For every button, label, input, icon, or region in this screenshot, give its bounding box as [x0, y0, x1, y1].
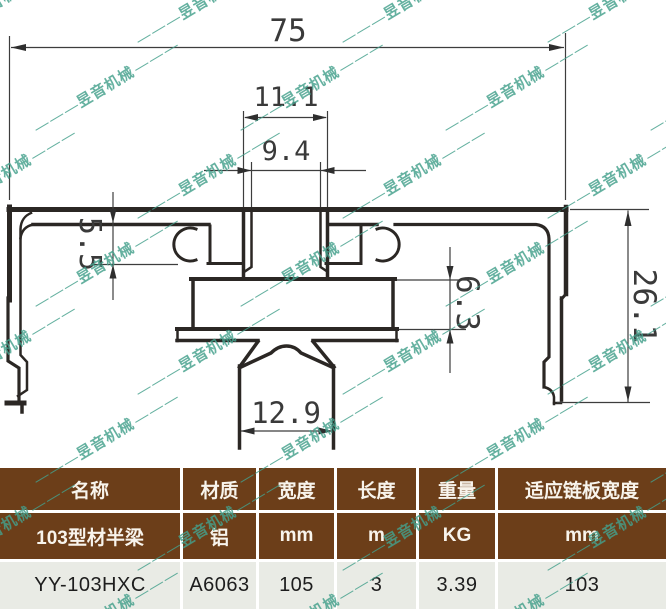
- col-header-weight: 重量: [419, 468, 495, 510]
- unit-cell-weight: KG: [419, 513, 495, 559]
- value-cell-model: YY-103HXC: [0, 562, 180, 609]
- profile-outline: [4, 204, 569, 450]
- spec-table: 名称 材质 宽度 长度 重量 适应链板宽度 103型材半梁 铝 mm m KG …: [0, 468, 666, 609]
- dim-label-5-5: 5.5: [72, 217, 107, 271]
- dim-label-12-9: 12.9: [251, 396, 321, 430]
- dimension-slot-outer: 11.1: [242, 82, 329, 207]
- dim-label-26-1: 26.1: [626, 269, 662, 344]
- unit-cell-chainplate-width: mm: [498, 513, 666, 559]
- dimension-beam-height: 26.1: [557, 208, 662, 404]
- col-header-length: 长度: [337, 468, 416, 510]
- foot-right-shoulder: [310, 339, 337, 370]
- value-cell-length: 3: [337, 562, 416, 609]
- dimension-slot-inner: 9.4: [204, 136, 366, 207]
- profile-drawing: 75 11.1 9.4 5.5: [4, 13, 662, 450]
- foot-left-shoulder: [237, 339, 261, 370]
- unit-cell-width: mm: [259, 513, 334, 559]
- foot-tent: [238, 344, 335, 370]
- dim-label-75: 75: [269, 13, 306, 49]
- unit-cell-length: m: [337, 513, 416, 559]
- col-header-material: 材质: [183, 468, 256, 510]
- dimension-box-height: 6.3: [397, 247, 485, 373]
- col-header-name: 名称: [0, 468, 180, 510]
- left-clip: [172, 226, 198, 263]
- col-header-chainplate-width: 适应链板宽度: [498, 468, 666, 510]
- dimension-total-width: 75: [8, 13, 567, 200]
- right-clip: [375, 226, 401, 263]
- value-cell-material: A6063: [183, 562, 256, 609]
- dimension-foot-width: 12.9: [240, 396, 333, 435]
- dim-label-11-1: 11.1: [253, 82, 318, 113]
- unit-cell-name: 103型材半梁: [0, 513, 180, 559]
- value-cell-weight: 3.39: [419, 562, 495, 609]
- value-cell-chainplate-width: 103: [498, 562, 666, 609]
- dim-label-9-4: 9.4: [262, 136, 311, 167]
- value-cell-width: 105: [259, 562, 334, 609]
- col-header-width: 宽度: [259, 468, 334, 510]
- unit-cell-material: 铝: [183, 513, 256, 559]
- dimension-channel-height: 5.5: [72, 192, 178, 300]
- dim-label-6-3: 6.3: [449, 275, 485, 331]
